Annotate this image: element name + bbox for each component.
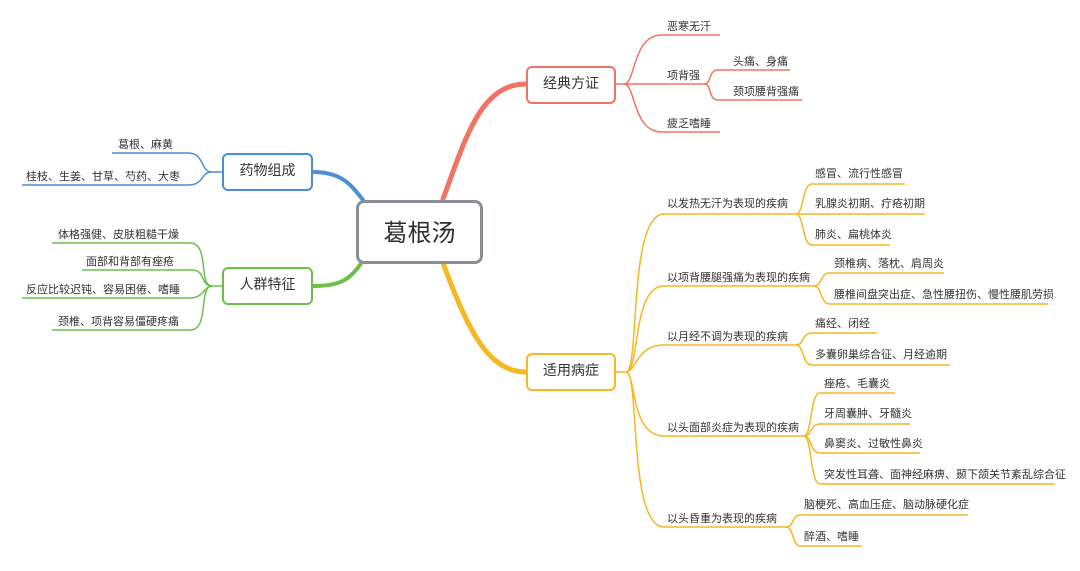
branch-classic [440,81,529,202]
disease-subtree-lines [616,183,1055,547]
classic-item-neck-a[interactable]: 头痛、身痛 [733,55,788,68]
people-item[interactable]: 颈椎、项背容易僵硬疼痛 [58,315,179,328]
root-node[interactable]: 葛根汤 [356,200,483,264]
classic-subtree-lines [616,34,802,133]
disease-item[interactable]: 感冒、流行性感冒 [815,167,903,180]
disease-group-label[interactable]: 以月经不调为表现的疾病 [667,330,788,343]
drug-subtree-lines [22,152,222,186]
drug-item[interactable]: 桂枝、生姜、甘草、芍药、大枣 [26,170,180,183]
disease-item[interactable]: 鼻窦炎、过敏性鼻炎 [824,437,923,450]
branch-disease [440,260,529,375]
disease-item[interactable]: 脑梗死、高血压症、脑动脉硬化症 [804,498,969,511]
disease-item[interactable]: 乳腺炎初期、疔疮初期 [815,197,925,210]
classic-item-neck[interactable]: 项背强 [667,69,700,82]
disease-item[interactable]: 痛经、闭经 [815,317,870,330]
branch-drug [311,170,365,202]
people-subtree-lines [22,242,222,331]
disease-item[interactable]: 肺炎、扁桃体炎 [815,228,892,241]
people-topic[interactable]: 人群特征 [222,267,313,305]
disease-group-label[interactable]: 以发热无汗为表现的疾病 [667,197,788,210]
people-item[interactable]: 体格强健、皮肤粗糙干燥 [58,228,179,241]
disease-group-label[interactable]: 以项背腰腿强痛为表现的疾病 [667,271,810,284]
people-item[interactable]: 面部和背部有痤疮 [86,255,174,268]
disease-item[interactable]: 牙周囊肿、牙髓炎 [824,407,912,420]
classic-topic[interactable]: 经典方证 [526,66,616,104]
disease-group-label[interactable]: 以头昏重为表现的疾病 [667,512,777,525]
disease-group-label[interactable]: 以头面部炎症为表现的疾病 [667,421,799,434]
disease-item[interactable]: 颈椎病、落枕、肩周炎 [834,257,944,270]
disease-topic[interactable]: 适用病症 [526,353,616,391]
drug-topic[interactable]: 药物组成 [222,153,313,191]
classic-item-chills[interactable]: 恶寒无汗 [667,20,711,33]
classic-item-fatigue[interactable]: 疲乏嗜睡 [667,117,711,130]
drug-item[interactable]: 葛根、麻黄 [118,138,173,151]
disease-item[interactable]: 痤疮、毛囊炎 [824,377,890,390]
disease-item[interactable]: 突发性耳聋、面神经麻痹、颞下颌关节紊乱综合征 [824,468,1066,481]
people-item[interactable]: 反应比较迟钝、容易困倦、嗜睡 [26,283,180,296]
disease-item[interactable]: 醉酒、嗜睡 [804,530,859,543]
disease-item[interactable]: 腰椎间盘突出症、急性腰扭伤、慢性腰肌劳损 [834,288,1054,301]
disease-item[interactable]: 多囊卵巢综合征、月经逾期 [815,348,947,361]
classic-item-neck-b[interactable]: 颈项腰背强痛 [733,85,799,98]
branch-people [311,260,364,288]
